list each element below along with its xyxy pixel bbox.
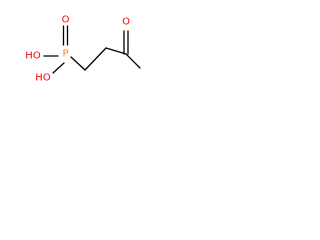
structure-diagram: O P HO HO O <box>25 15 141 84</box>
atom-ho-left: HO <box>25 51 41 62</box>
bond-c3-methyl <box>125 53 141 69</box>
bond-c2-c3 <box>105 47 127 55</box>
atom-ho-bottom: HO <box>35 73 51 84</box>
bond-p-c1 <box>70 56 86 71</box>
atom-o-top: O <box>62 15 70 26</box>
bond-p-oh-bottom <box>52 62 65 74</box>
bond-c1-c2 <box>84 47 107 71</box>
atom-o-ketone: O <box>122 17 130 28</box>
atom-p: P <box>62 49 68 60</box>
